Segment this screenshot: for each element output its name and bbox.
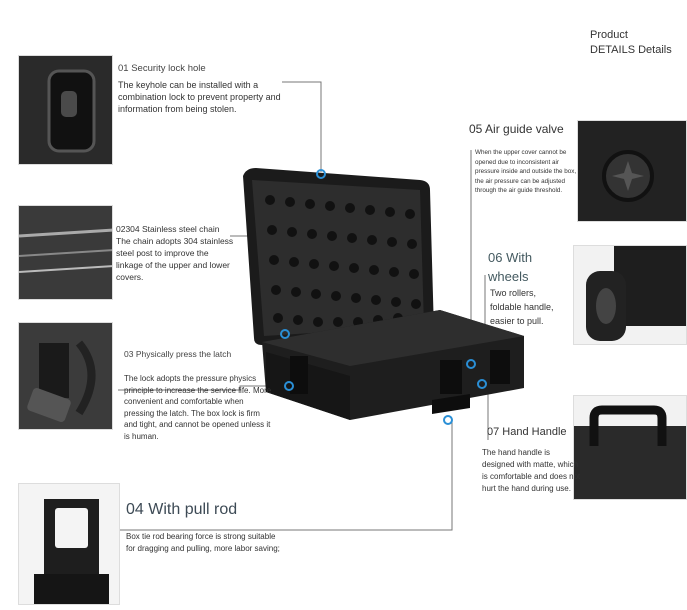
feature-01-title: 01 Security lock hole [118, 63, 206, 74]
photo-latch [18, 322, 113, 430]
latch-right [490, 350, 510, 384]
photo-air-guide-valve [577, 120, 687, 222]
case-lid [243, 168, 434, 345]
photo-security-lock-hole [18, 55, 113, 165]
case-handle [432, 394, 470, 414]
feature-06: 06 With wheels Two rollers, foldable han… [488, 248, 568, 328]
feature-03-desc: The lock adopts the pressure physics pri… [124, 374, 272, 441]
photo-hand-handle [573, 395, 687, 500]
latch-center [440, 360, 462, 394]
feature-03-title: 03 Physically press the latch [124, 349, 232, 359]
photo-wheels [573, 245, 687, 345]
feature-05: 05 Air guide valve When the upper cover … [469, 122, 579, 196]
case-base [262, 310, 524, 420]
photo-stainless-steel-chain [18, 205, 113, 300]
header-line2: DETAILS Details [590, 44, 672, 56]
feature-07-desc: The hand handle is designed with matte, … [482, 448, 581, 493]
callout-markers [280, 169, 487, 425]
page-header: Product DETAILS Details [590, 28, 672, 58]
feature-01-desc: The keyhole can be installed with a comb… [118, 80, 281, 114]
feature-05-desc: When the upper cover cannot be opened du… [475, 149, 577, 194]
feature-01: 01 Security lock hole The keyhole can be… [118, 63, 288, 115]
feature-02: 02304 Stainless steel chain The chain ad… [116, 223, 236, 283]
feature-04: 04 With pull rod Box tie rod bearing for… [126, 501, 286, 554]
feature-07-title: 07 Hand Handle [487, 426, 567, 438]
photo-pull-rod [18, 483, 120, 605]
header-line1: Product [590, 29, 628, 41]
latch-left [290, 356, 308, 394]
feature-04-desc: Box tie rod bearing force is strong suit… [126, 532, 280, 553]
feature-06-desc: Two rollers, foldable handle, easier to … [490, 288, 554, 326]
foam-pattern [265, 195, 421, 327]
feature-02-desc: 02304 Stainless steel chain The chain ad… [116, 224, 234, 282]
feature-06-title: 06 With wheels [488, 250, 533, 284]
feature-04-title: 04 With pull rod [126, 501, 238, 518]
feature-03: 03 Physically press the latch The lock a… [124, 349, 274, 442]
feature-05-title: 05 Air guide valve [469, 122, 564, 136]
feature-07: 07 Hand Handle The hand handle is design… [482, 426, 582, 495]
